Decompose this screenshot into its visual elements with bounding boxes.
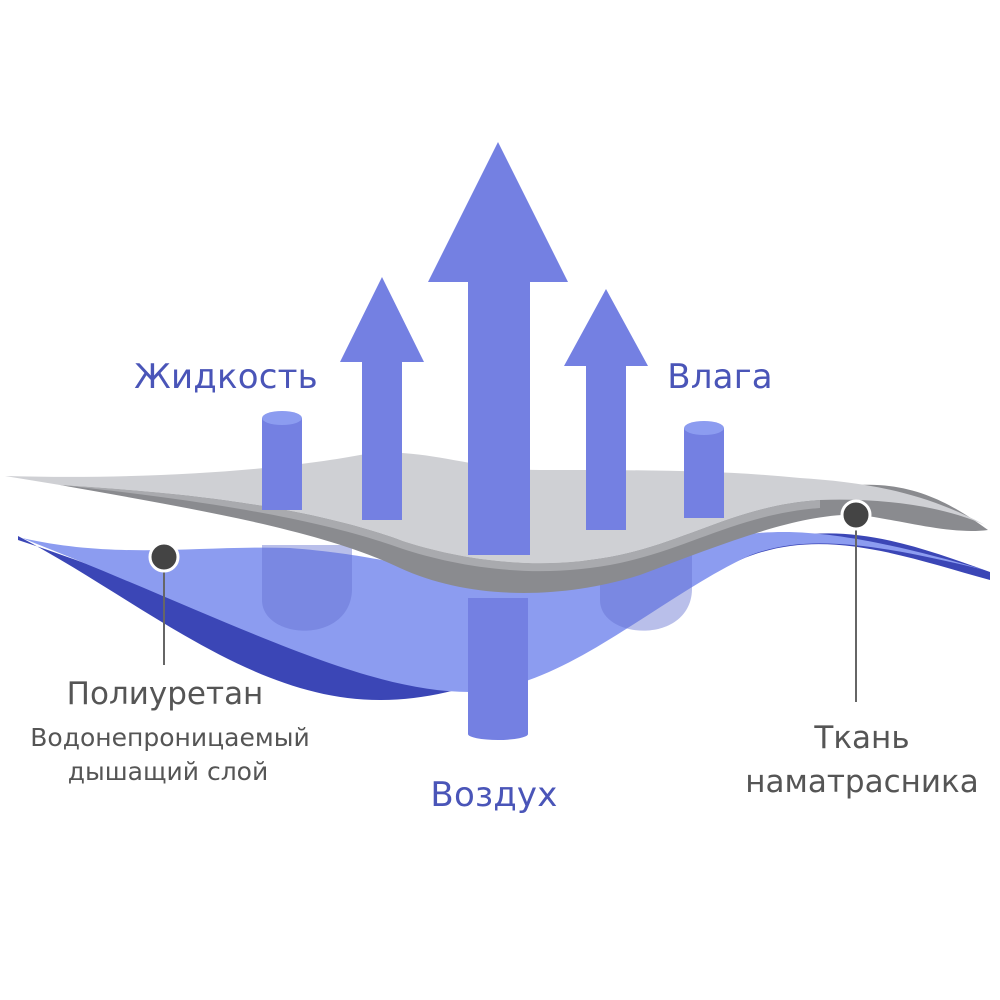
label-fabric-line2: наматрасника: [745, 764, 979, 800]
liquid-column-right-top: [684, 421, 724, 435]
pointer-dot-polyurethane: [148, 541, 180, 573]
label-air: Воздух: [430, 775, 557, 815]
air-column-top: [468, 728, 528, 740]
arrow-shadow-left: [262, 545, 352, 631]
label-liquid: Жидкость: [134, 357, 318, 397]
upward-arrow-center: [428, 142, 568, 555]
polyurethane-layer: [18, 533, 990, 700]
label-polyurethane-line1: Водонепроницаемый: [30, 723, 309, 752]
pointer-dot-fabric: [840, 499, 872, 531]
upward-arrow-left: [340, 277, 424, 520]
fabric-mid-shade: [60, 485, 820, 572]
label-polyurethane-line2: дышащий слой: [68, 757, 268, 786]
liquid-column-right: [684, 428, 724, 518]
air-column: [468, 598, 528, 734]
label-polyurethane-title: Полиуретан: [67, 676, 264, 712]
liquid-column-left-top: [262, 411, 302, 425]
label-fabric-line1: Ткань: [813, 720, 909, 756]
label-moisture: Влага: [667, 357, 773, 397]
upward-arrow-right: [564, 289, 648, 530]
liquid-column-left: [262, 418, 302, 510]
